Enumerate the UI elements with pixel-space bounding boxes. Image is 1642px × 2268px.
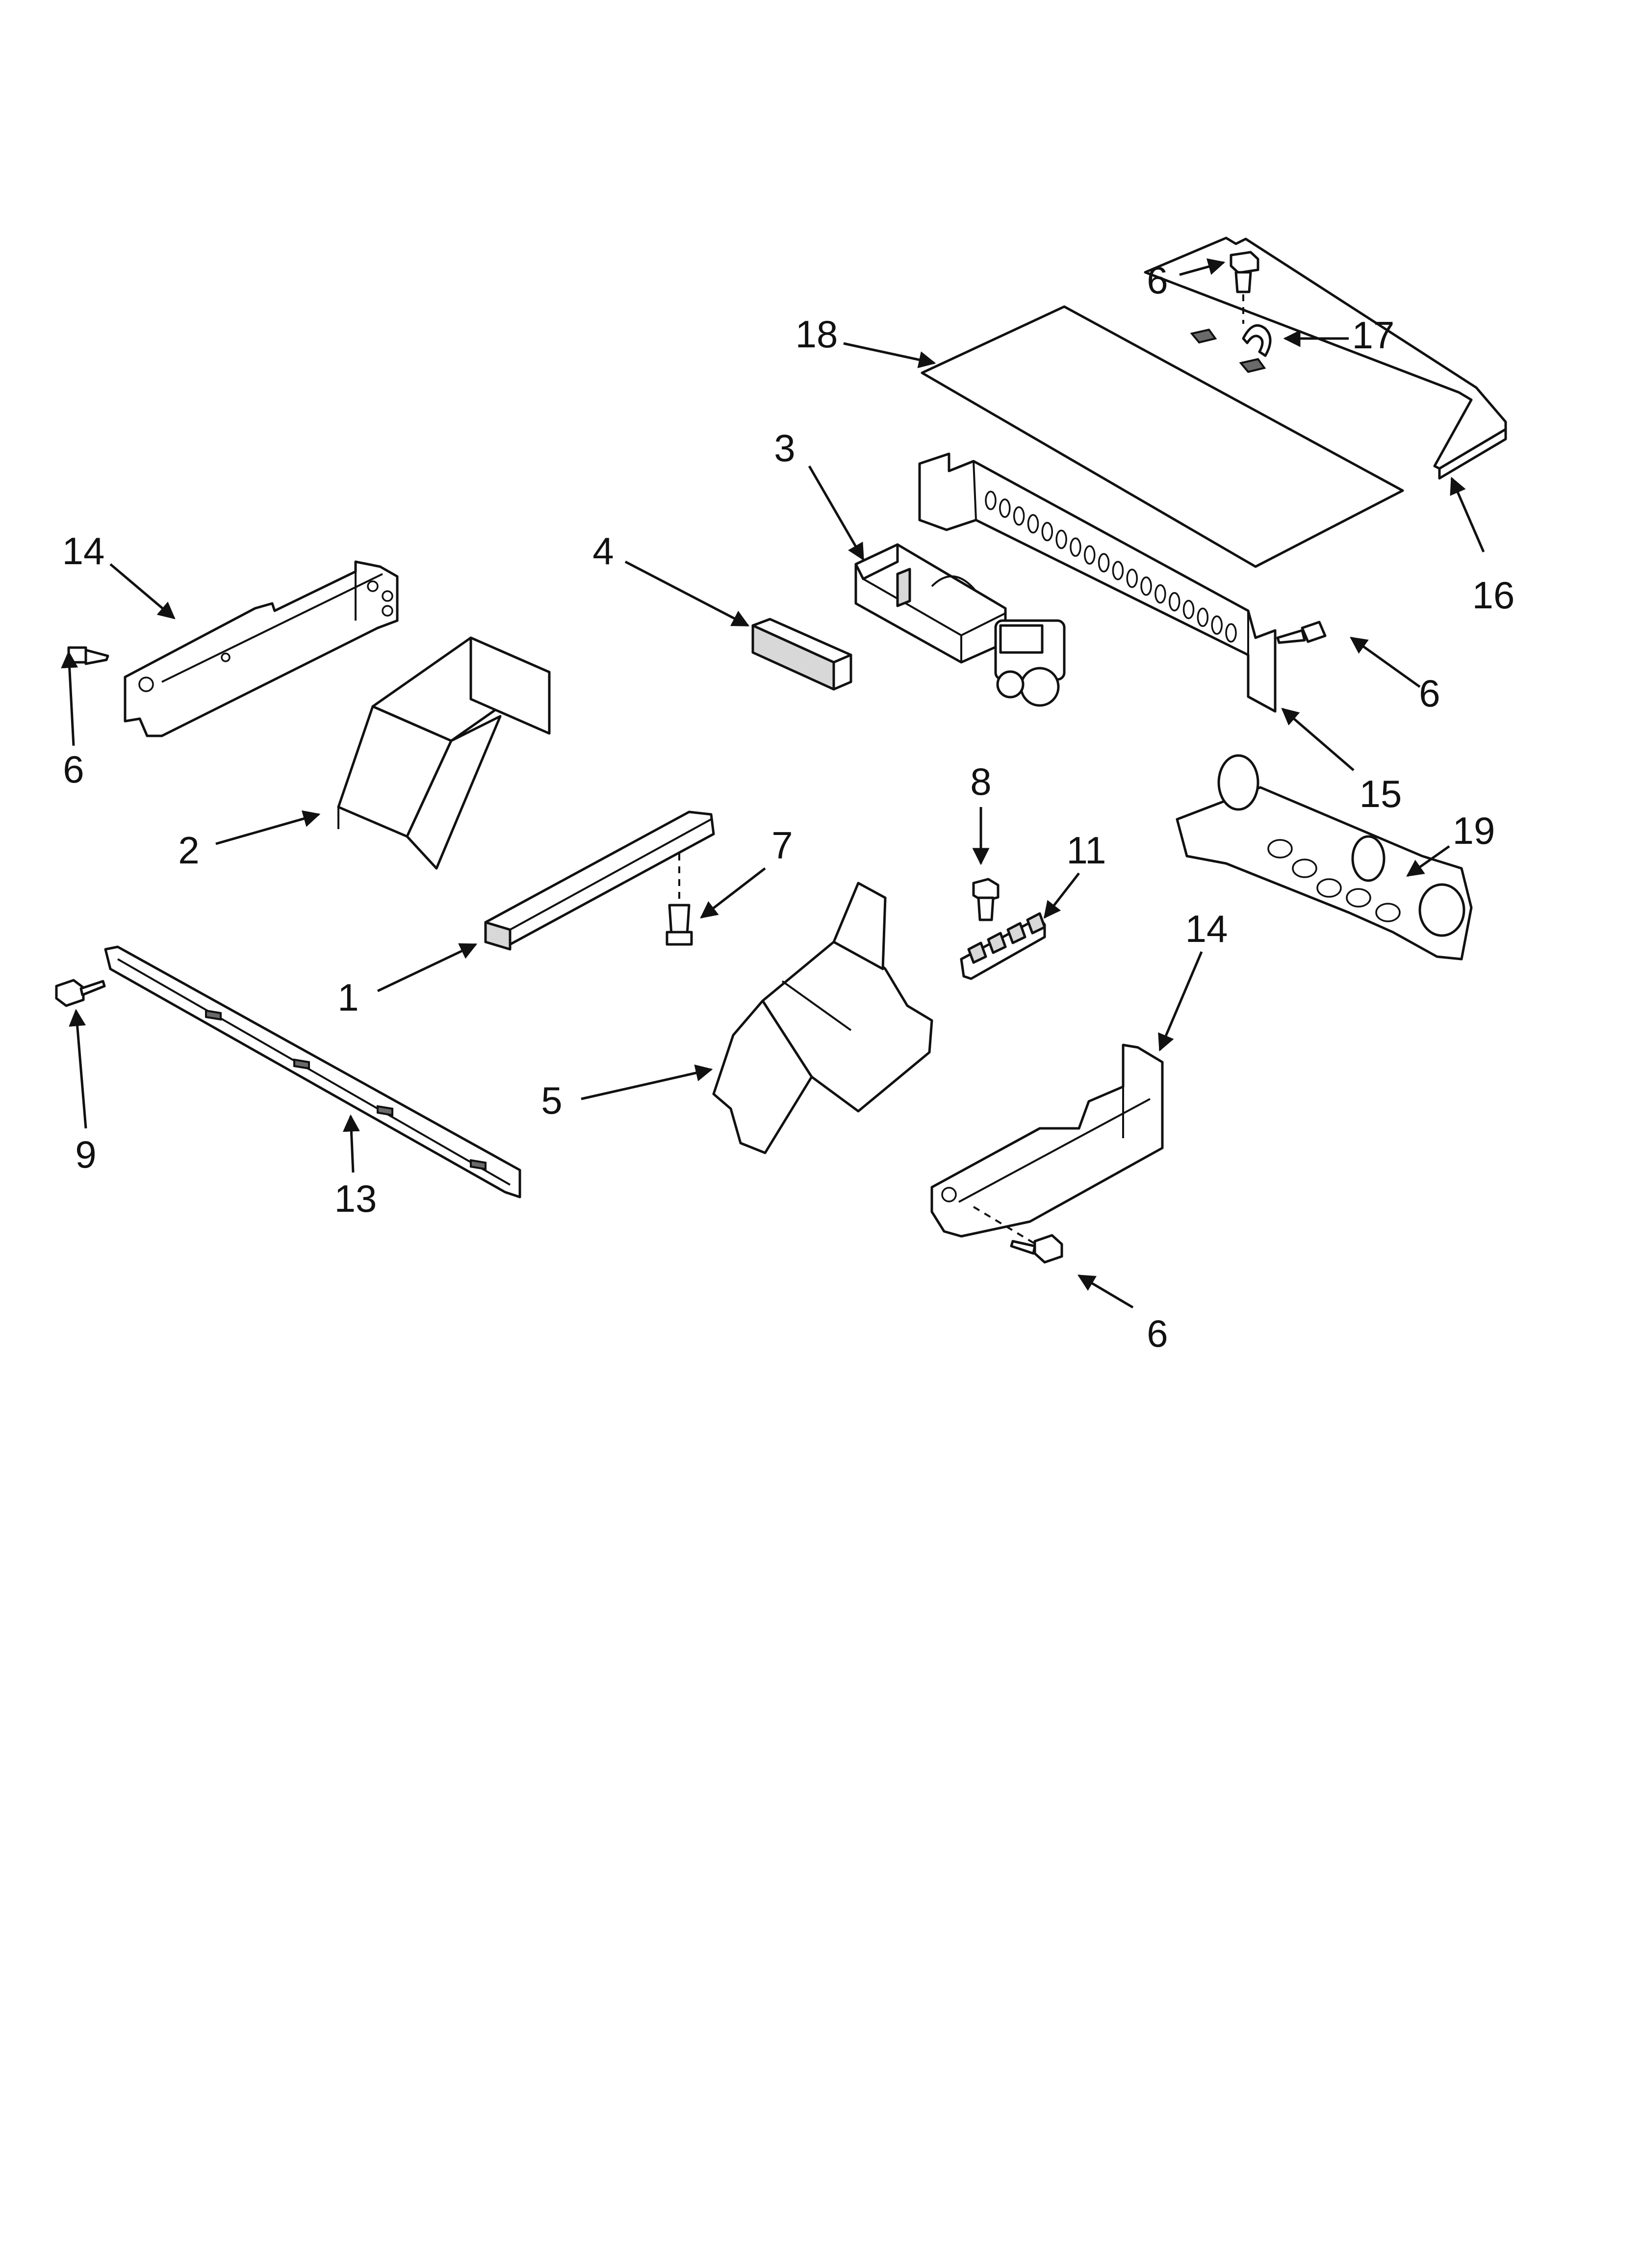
bracket-slot — [1041, 521, 1053, 542]
part-14-right-bracket — [930, 1043, 1164, 1238]
part-6-screw-top — [1230, 251, 1259, 324]
part-8-screw — [972, 878, 1000, 921]
bracket-slot — [1055, 529, 1067, 549]
bracket-slot — [985, 491, 997, 510]
callout-17: 17 — [1352, 313, 1395, 357]
bracket-slot — [1155, 584, 1166, 604]
callout-1: 1 — [337, 976, 359, 1019]
bracket-slot — [1140, 576, 1152, 596]
part-6-screw-bottom — [973, 1206, 1063, 1264]
part-6-screw-left — [67, 646, 109, 665]
part-2-duct — [337, 636, 551, 870]
part-7-screw — [666, 854, 693, 946]
callout-4: 4 — [592, 529, 614, 573]
callout-19: 19 — [1453, 809, 1495, 852]
bracket-slot — [1197, 607, 1209, 627]
callout-14-right: 14 — [1185, 907, 1228, 950]
callout-labels: 6 17 18 16 3 4 14 6 15 6 2 7 8 11 19 14 … — [62, 259, 1515, 1355]
part-4-small-block — [751, 618, 852, 691]
leader-lines — [61, 258, 1485, 1309]
callout-11: 11 — [1067, 829, 1106, 872]
part-16-top-panel — [1144, 236, 1507, 480]
part-18-cover-plate — [921, 305, 1404, 568]
bracket-slot — [1070, 537, 1081, 557]
part-6-screw-right — [1276, 621, 1327, 644]
callout-16: 16 — [1472, 574, 1515, 617]
bracket-slot — [999, 498, 1011, 518]
part-15-perforated-bracket — [918, 452, 1277, 713]
bracket-slot — [1182, 600, 1195, 620]
part-11-terminal-block — [960, 912, 1046, 980]
part-9-screw — [55, 979, 106, 1007]
bracket-slot — [1211, 615, 1223, 635]
bracket-slot — [1013, 506, 1025, 526]
callout-6-left: 6 — [63, 748, 84, 791]
bracket-slot — [1126, 569, 1138, 588]
callout-6-bottom: 6 — [1147, 1312, 1168, 1355]
callout-8: 8 — [970, 760, 991, 803]
callout-15: 15 — [1360, 772, 1402, 815]
part-1-channel — [484, 810, 715, 951]
callout-6-right: 6 — [1419, 672, 1440, 715]
bracket-slot — [1225, 623, 1237, 643]
bracket-slot — [1098, 553, 1110, 573]
callout-3: 3 — [774, 426, 795, 469]
bracket-slot — [1084, 545, 1096, 565]
callout-18: 18 — [795, 313, 838, 356]
callout-6-top: 6 — [1147, 259, 1168, 302]
callout-13: 13 — [334, 1177, 377, 1220]
callout-7: 7 — [771, 824, 793, 867]
callout-5: 5 — [541, 1079, 562, 1122]
part-19-knob-plate — [1176, 754, 1473, 961]
callout-9: 9 — [75, 1133, 96, 1176]
part-3-control-unit — [854, 543, 1066, 707]
bracket-slot — [1168, 592, 1180, 612]
bracket-slot — [1027, 514, 1039, 534]
part-5-shroud — [712, 882, 933, 1154]
callout-14-left: 14 — [62, 529, 105, 573]
bracket-slot — [1112, 561, 1124, 580]
part-17-clip — [1242, 324, 1272, 357]
callout-2: 2 — [178, 829, 199, 872]
part-14-left-bracket — [124, 560, 399, 737]
part-13-long-rail — [104, 945, 521, 1199]
